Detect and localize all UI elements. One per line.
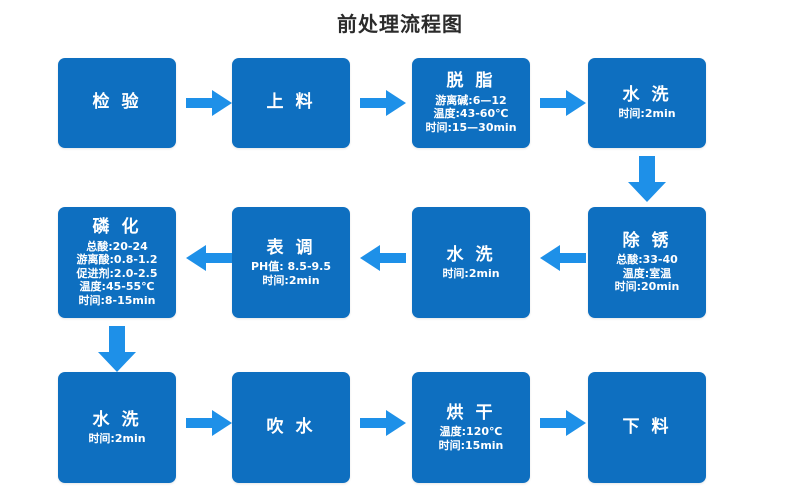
node-detail-list: 总酸:33-40 温度:室温 时间:20min [615,253,680,294]
node-detail-list: 时间:2min [88,432,145,446]
arrow-right-dry-to-unload [540,410,586,436]
node-detail: 时间:8-15min [78,294,156,308]
process-node-blow-dry-water[interactable]: 吹 水 [232,372,350,483]
node-title: 表 调 [266,237,316,258]
node-detail: 游离酸:0.8-1.2 [76,253,158,267]
node-detail-list: 游离碱:6—12 温度:43-60℃ 时间:15—30min [425,94,516,135]
arrow-right-rinse3-to-blow [186,410,232,436]
process-node-derust[interactable]: 除 锈 总酸:33-40 温度:室温 时间:20min [588,207,706,318]
node-detail-list: 时间:2min [442,267,499,281]
node-detail: 总酸:33-40 [616,253,678,267]
node-detail: PH值: 8.5-9.5 [250,260,332,273]
node-detail: 温度:120℃ [439,425,503,438]
node-detail: 总酸:20-24 [86,239,148,253]
node-title: 水 洗 [446,244,496,265]
node-detail: 时间:2min [88,431,146,445]
node-title: 下 料 [622,416,672,437]
node-detail-list: 时间:2min [618,107,675,121]
node-detail: 时间:15—30min [425,120,517,134]
arrow-right-degrease-to-rinse1 [540,90,586,116]
process-node-rinse-2[interactable]: 水 洗 时间:2min [412,207,530,318]
arrow-down-rinse1-to-derust [628,156,666,202]
node-detail-list: 温度:120℃ 时间:15min [439,425,504,452]
node-detail: 促进剂:2.0-2.5 [76,266,158,280]
node-detail: 温度:43-60℃ [433,107,509,121]
node-title: 吹 水 [266,416,316,437]
arrow-down-phosphate-to-rinse3 [98,326,136,372]
node-title: 磷 化 [92,217,142,238]
arrow-left-derust-to-rinse2 [540,245,586,271]
page-title: 前处理流程图 [337,12,463,36]
node-title: 脱 脂 [446,71,496,92]
process-node-surface-conditioning[interactable]: 表 调 PH值: 8.5-9.5 时间:2min [232,207,350,318]
node-detail-list: PH值: 8.5-9.5 时间:2min [251,260,331,287]
arrow-left-surface-to-phosphate [186,245,232,271]
node-title: 烘 干 [446,402,496,423]
node-title: 检 验 [92,92,142,113]
node-detail: 时间:15min [438,438,504,452]
arrow-right-load-to-degrease [360,90,406,116]
node-detail: 温度:45-55℃ [79,280,155,294]
process-node-unload[interactable]: 下 料 [588,372,706,483]
node-detail: 时间:2min [618,107,676,121]
arrow-right-inspect-to-load [186,90,232,116]
arrow-left-rinse2-to-surface [360,245,406,271]
process-node-rinse-3[interactable]: 水 洗 时间:2min [58,372,176,483]
process-node-phosphating[interactable]: 磷 化 总酸:20-24 游离酸:0.8-1.2 促进剂:2.0-2.5 温度:… [58,207,176,318]
node-title: 水 洗 [622,85,672,106]
node-detail: 时间:2min [262,273,320,287]
process-node-load[interactable]: 上 料 [232,58,350,148]
arrow-right-blow-to-dry [360,410,406,436]
process-node-degrease[interactable]: 脱 脂 游离碱:6—12 温度:43-60℃ 时间:15—30min [412,58,530,148]
process-node-rinse-1[interactable]: 水 洗 时间:2min [588,58,706,148]
node-detail: 温度:室温 [622,266,672,280]
node-detail: 游离碱:6—12 [435,93,507,107]
node-title: 上 料 [266,92,316,113]
process-node-drying[interactable]: 烘 干 温度:120℃ 时间:15min [412,372,530,483]
node-detail: 时间:2min [442,266,500,280]
node-detail-list: 总酸:20-24 游离酸:0.8-1.2 促进剂:2.0-2.5 温度:45-5… [77,240,158,308]
node-detail: 时间:20min [614,280,680,294]
process-node-inspect[interactable]: 检 验 [58,58,176,148]
node-title: 除 锈 [622,230,672,251]
node-title: 水 洗 [92,409,142,430]
